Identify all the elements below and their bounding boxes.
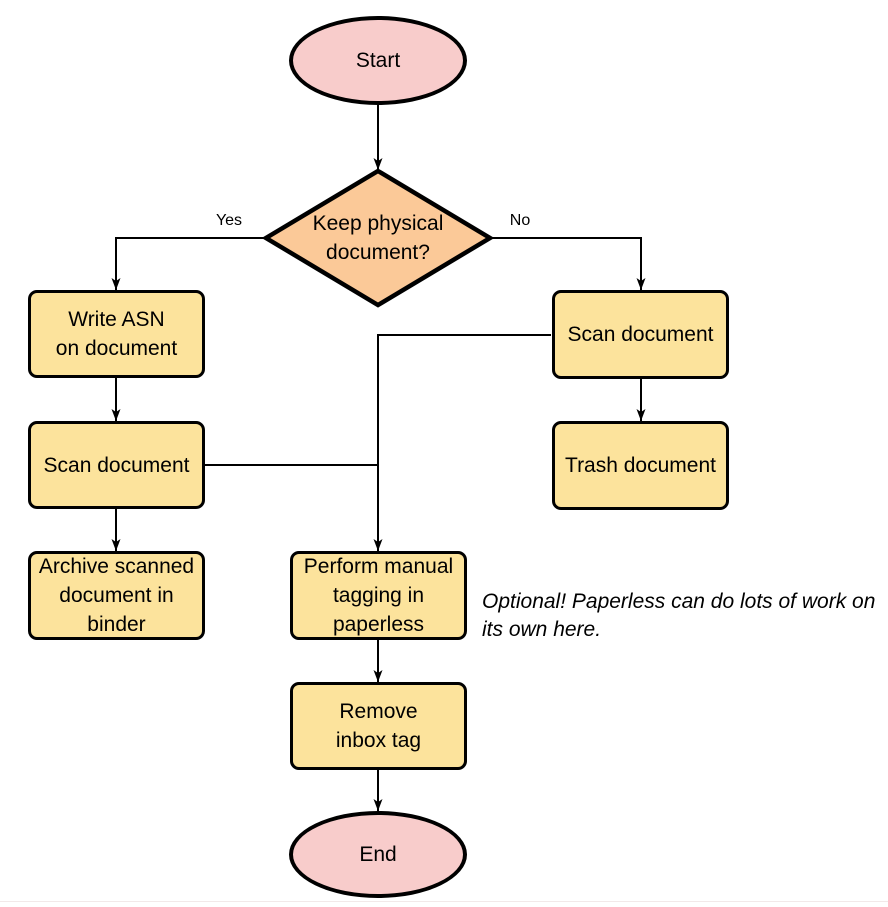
node-archive-document-label: Archive scanned document in binder xyxy=(38,555,195,636)
node-remove-inbox-tag: Remove inbox tag xyxy=(290,682,467,770)
node-manual-tagging: Perform manual tagging in paperless xyxy=(290,551,467,640)
node-end: End xyxy=(289,811,467,898)
node-scan-document-right: Scan document xyxy=(552,290,729,379)
node-trash-document-label: Trash document xyxy=(565,454,716,477)
node-decision: Keep physical document? xyxy=(260,167,496,309)
node-manual-tagging-label: Perform manual tagging in paperless xyxy=(303,555,454,636)
annotation-optional-note: Optional! Paperless can do lots of work … xyxy=(482,590,876,641)
bottom-edge-line xyxy=(0,901,888,902)
edge-decision-yes-to-write-asn xyxy=(111,237,266,290)
node-start-label: Start xyxy=(355,49,401,72)
node-scan-document-left-label: Scan document xyxy=(43,453,190,477)
node-start: Start xyxy=(289,16,467,105)
node-end-label: End xyxy=(359,843,397,866)
edge-scan-right-to-tagging xyxy=(373,334,551,551)
node-scan-document-left: Scan document xyxy=(28,421,205,509)
node-write-asn: Write ASN on document xyxy=(28,290,205,378)
node-archive-document: Archive scanned document in binder xyxy=(28,551,205,640)
edge-label-yes: Yes xyxy=(215,212,243,229)
decision-diamond-shape xyxy=(261,168,495,308)
edge-label-no: No xyxy=(509,212,531,229)
node-remove-inbox-tag-label: Remove inbox tag xyxy=(335,700,422,752)
node-decision-label: Keep physical document? xyxy=(312,212,444,264)
node-scan-document-right-label: Scan document xyxy=(567,323,714,346)
node-write-asn-label: Write ASN on document xyxy=(55,308,178,360)
edge-decision-no-to-scan-right xyxy=(490,237,646,290)
node-trash-document: Trash document xyxy=(552,421,729,510)
